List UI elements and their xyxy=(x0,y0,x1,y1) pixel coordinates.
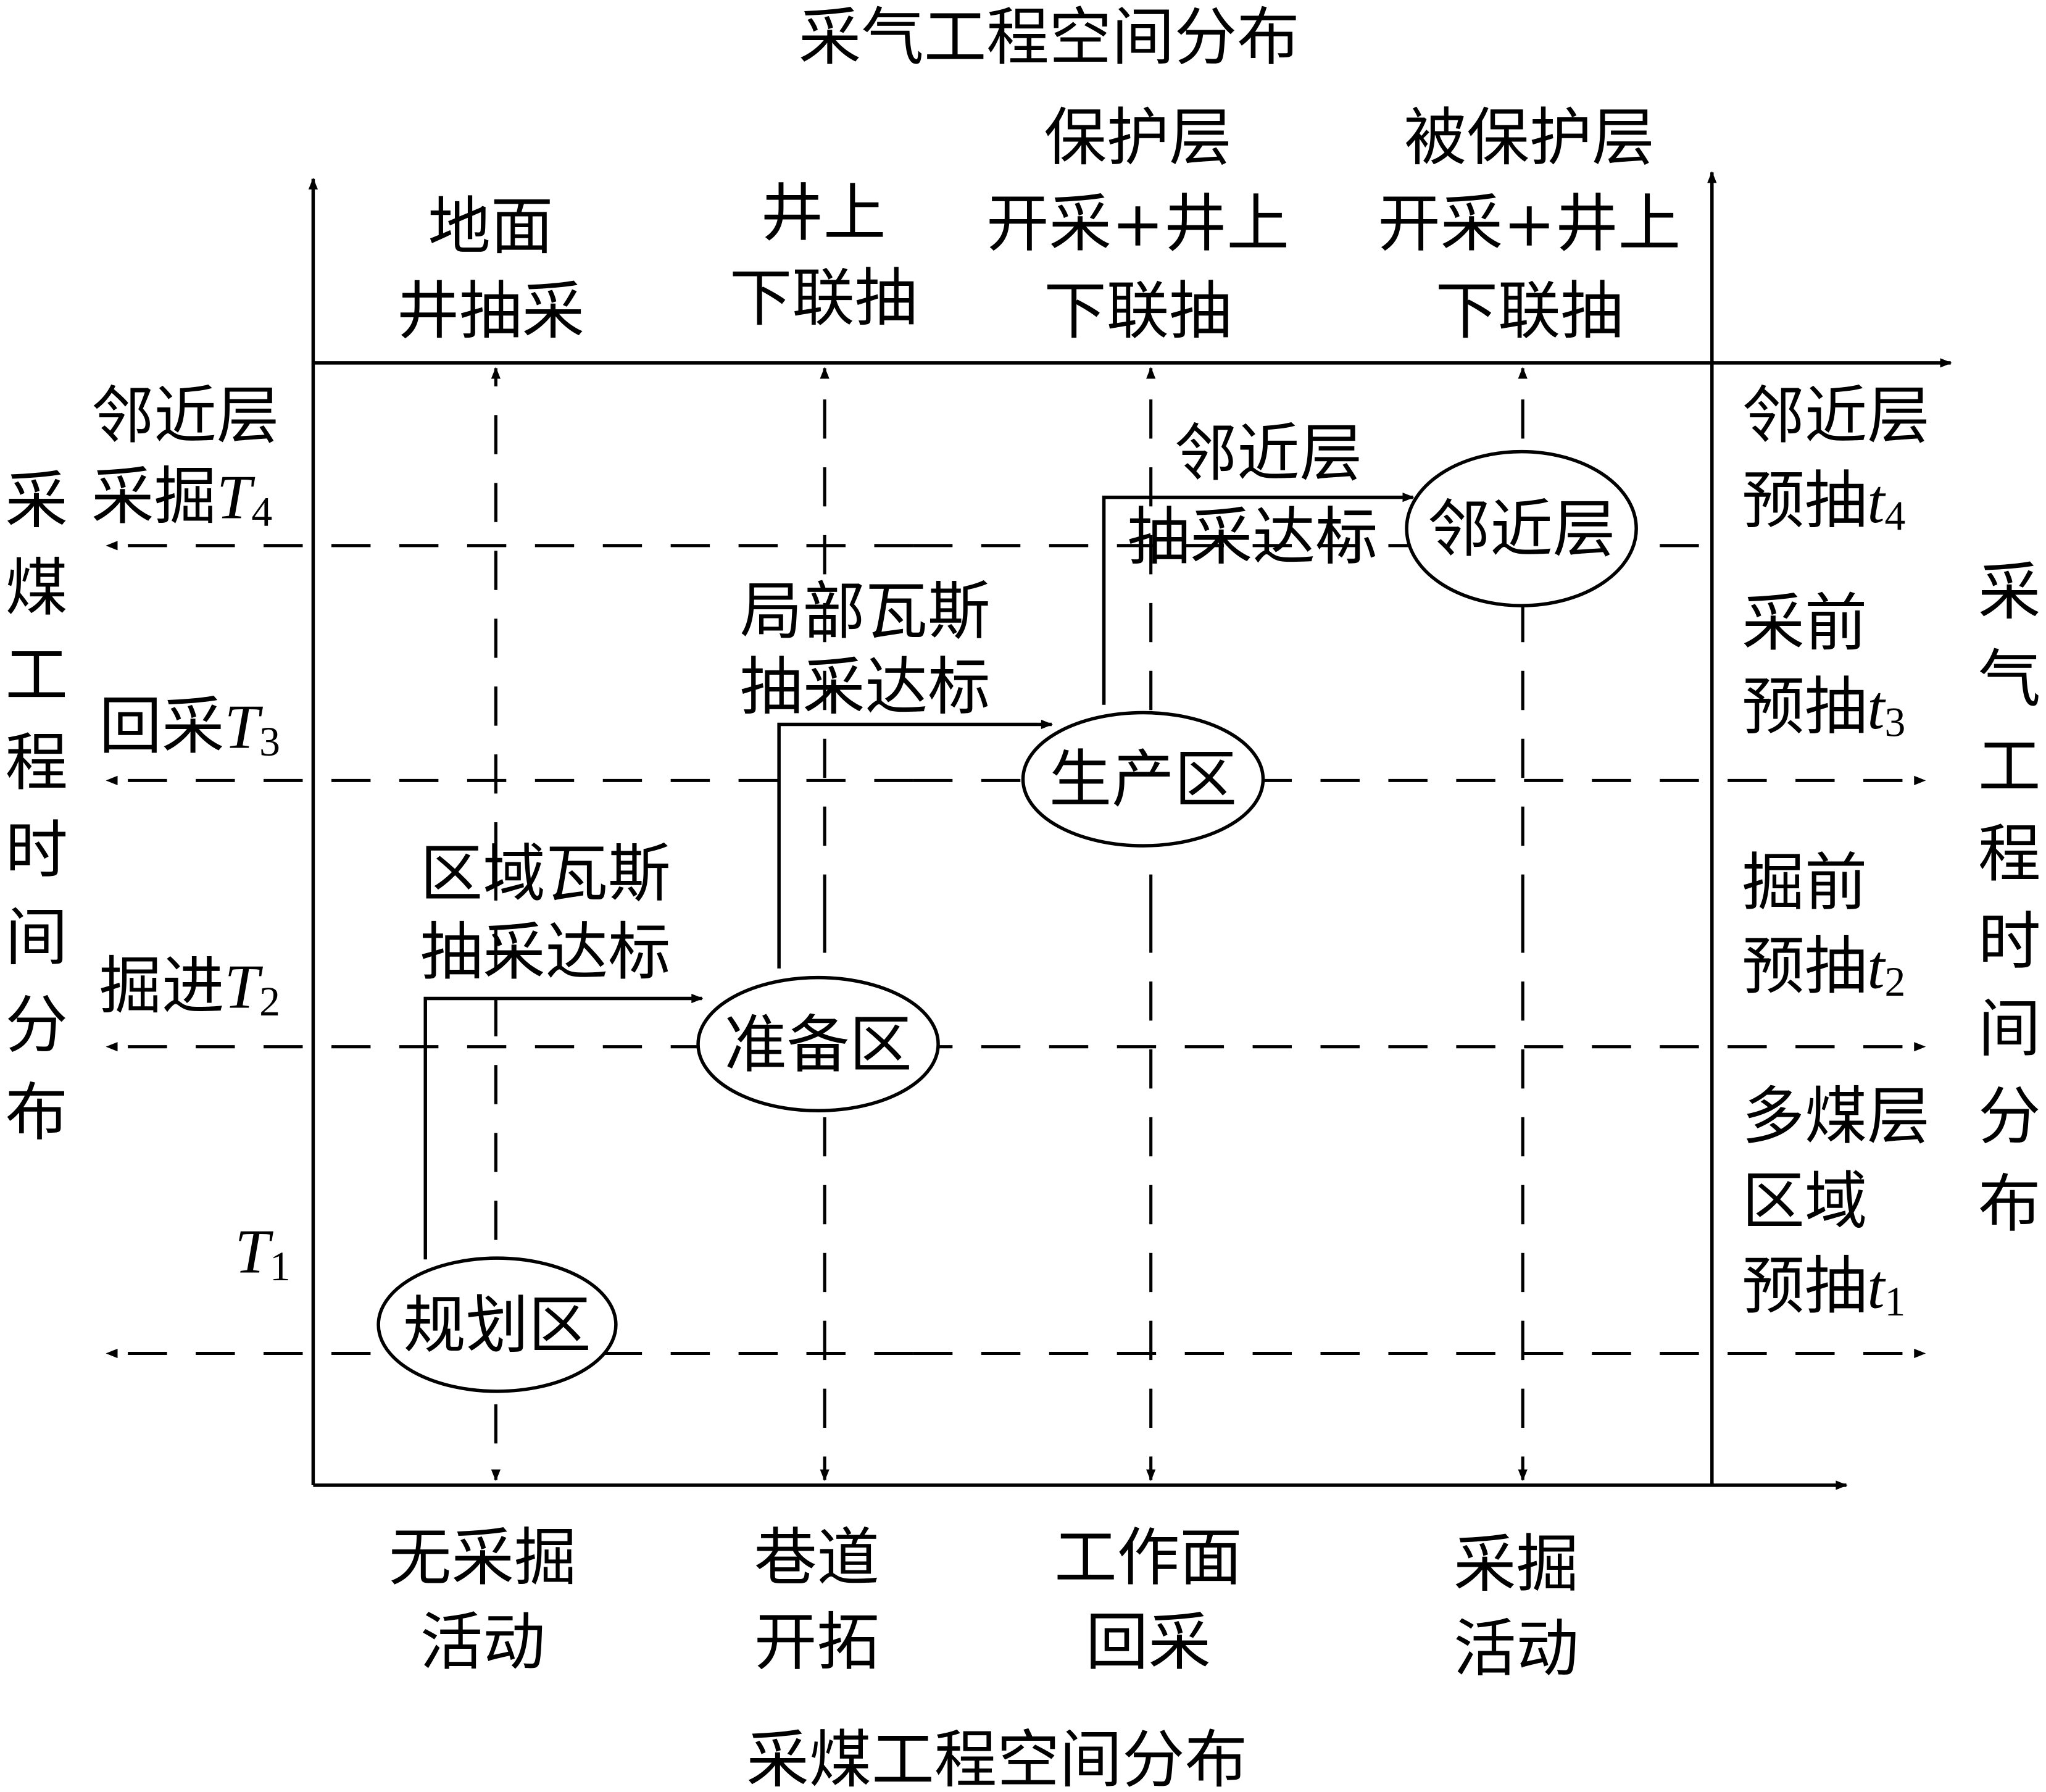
svg-text:活动: 活动 xyxy=(1453,1612,1579,1685)
node-label: 生产区 xyxy=(1049,743,1237,816)
svg-text:掘前: 掘前 xyxy=(1742,846,1867,919)
vertical-title-char: 工 xyxy=(1978,730,2040,803)
transition-label-regional: 区域瓦斯 抽采达标 xyxy=(420,837,671,988)
svg-text:区域瓦斯: 区域瓦斯 xyxy=(420,837,671,910)
svg-text:抽采达标: 抽采达标 xyxy=(1128,501,1378,573)
svg-text:抽采达标: 抽采达标 xyxy=(420,915,671,988)
svg-text:被保护层: 被保护层 xyxy=(1404,101,1655,174)
vertical-title-char: 采 xyxy=(1978,556,2040,628)
svg-text:邻近层: 邻近层 xyxy=(1175,417,1362,490)
vertical-title-char: 分 xyxy=(1978,1080,2040,1153)
node-production-zone: 生产区 xyxy=(1021,711,1265,848)
svg-text:采掘: 采掘 xyxy=(1453,1528,1579,1601)
node-planning-zone: 规划区 xyxy=(376,1256,618,1393)
vertical-title-char: 采 xyxy=(5,464,67,537)
svg-text:预抽t1: 预抽t1 xyxy=(1742,1250,1905,1325)
bottom-column-labels: 无采掘 活动 巷道 开拓 工作面 回采 采掘 活动 xyxy=(389,1521,1579,1685)
svg-text:邻近层: 邻近层 xyxy=(91,379,279,452)
svg-text:采前: 采前 xyxy=(1742,587,1867,660)
svg-text:下联抽: 下联抽 xyxy=(730,262,917,335)
svg-text:多煤层: 多煤层 xyxy=(1742,1080,1929,1153)
svg-text:预抽t2: 预抽t2 xyxy=(1742,930,1905,1006)
node-label: 准备区 xyxy=(724,1008,912,1081)
vertical-title-char: 程 xyxy=(5,727,67,799)
svg-text:回采: 回采 xyxy=(1086,1606,1211,1679)
flow-arrow-production-to-adjacent xyxy=(1102,493,1415,705)
vertical-title-char: 时 xyxy=(5,814,67,886)
top-title: 采气工程空间分布 xyxy=(799,1,1300,73)
horizontal-dashed-lines xyxy=(106,541,1926,1359)
svg-text:开拓: 开拓 xyxy=(754,1606,880,1679)
node-adjacent-layer: 邻近层 xyxy=(1405,449,1638,607)
right-row-labels: 邻近层 预抽t4 采前 预抽t3 掘前 预抽t2 多煤层 区域 预抽t1 xyxy=(1742,379,1929,1325)
svg-text:预抽t3: 预抽t3 xyxy=(1742,670,1905,746)
svg-text:开采+井上: 开采+井上 xyxy=(1378,188,1681,260)
left-row-labels: 邻近层 采掘T4 回采T3 掘进T2 T1 xyxy=(91,379,291,1290)
bottom-title: 采煤工程空间分布 xyxy=(746,1723,1247,1792)
transition-label-local: 局部瓦斯 抽采达标 xyxy=(740,575,991,723)
svg-text:无采掘: 无采掘 xyxy=(389,1521,576,1594)
top-column-labels: 地面 井抽采 井上 下联抽 保护层 开采+井上 下联抽 被保护层 开采+井上 下… xyxy=(397,101,1681,348)
vertical-title-char: 分 xyxy=(5,989,67,1062)
svg-text:开采+井上: 开采+井上 xyxy=(986,188,1289,260)
svg-text:地面: 地面 xyxy=(428,190,553,263)
vertical-title-char: 间 xyxy=(5,901,67,974)
svg-text:区域: 区域 xyxy=(1742,1165,1867,1238)
vertical-title-char: 气 xyxy=(1978,643,2040,715)
svg-text:井上: 井上 xyxy=(761,177,886,250)
svg-text:抽采达标: 抽采达标 xyxy=(740,651,991,723)
vertical-title-char: 煤 xyxy=(5,551,67,624)
svg-text:局部瓦斯: 局部瓦斯 xyxy=(740,575,991,648)
svg-text:预抽t4: 预抽t4 xyxy=(1742,464,1905,540)
svg-text:掘进T2: 掘进T2 xyxy=(99,949,280,1025)
svg-text:活动: 活动 xyxy=(420,1606,546,1679)
flow-arrow-prep-to-production xyxy=(777,719,1053,969)
transition-label-adjacent: 邻近层 抽采达标 xyxy=(1128,417,1378,573)
flow-arrow-planning-to-prep xyxy=(423,993,704,1260)
svg-text:下联抽: 下联抽 xyxy=(1044,275,1231,348)
vertical-title-char: 程 xyxy=(1978,818,2040,891)
svg-text:下联抽: 下联抽 xyxy=(1436,275,1623,348)
svg-text:井抽采: 井抽采 xyxy=(397,275,584,348)
svg-text:工作面: 工作面 xyxy=(1054,1521,1242,1594)
vertical-title-char: 间 xyxy=(1978,993,2040,1065)
svg-text:邻近层: 邻近层 xyxy=(1742,379,1929,452)
vertical-title-char: 布 xyxy=(1978,1167,2040,1240)
svg-text:采掘T4: 采掘T4 xyxy=(91,460,272,535)
svg-text:巷道: 巷道 xyxy=(754,1521,880,1594)
node-preparation-zone: 准备区 xyxy=(696,975,940,1113)
svg-text:T1: T1 xyxy=(235,1217,291,1290)
vertical-title-char: 工 xyxy=(5,639,67,712)
vertical-title-char: 时 xyxy=(1978,905,2040,978)
node-label: 邻近层 xyxy=(1428,493,1615,565)
node-label: 规划区 xyxy=(403,1289,591,1362)
vertical-title-char: 布 xyxy=(5,1076,67,1149)
svg-text:回采T3: 回采T3 xyxy=(99,690,280,765)
svg-text:保护层: 保护层 xyxy=(1044,101,1231,174)
